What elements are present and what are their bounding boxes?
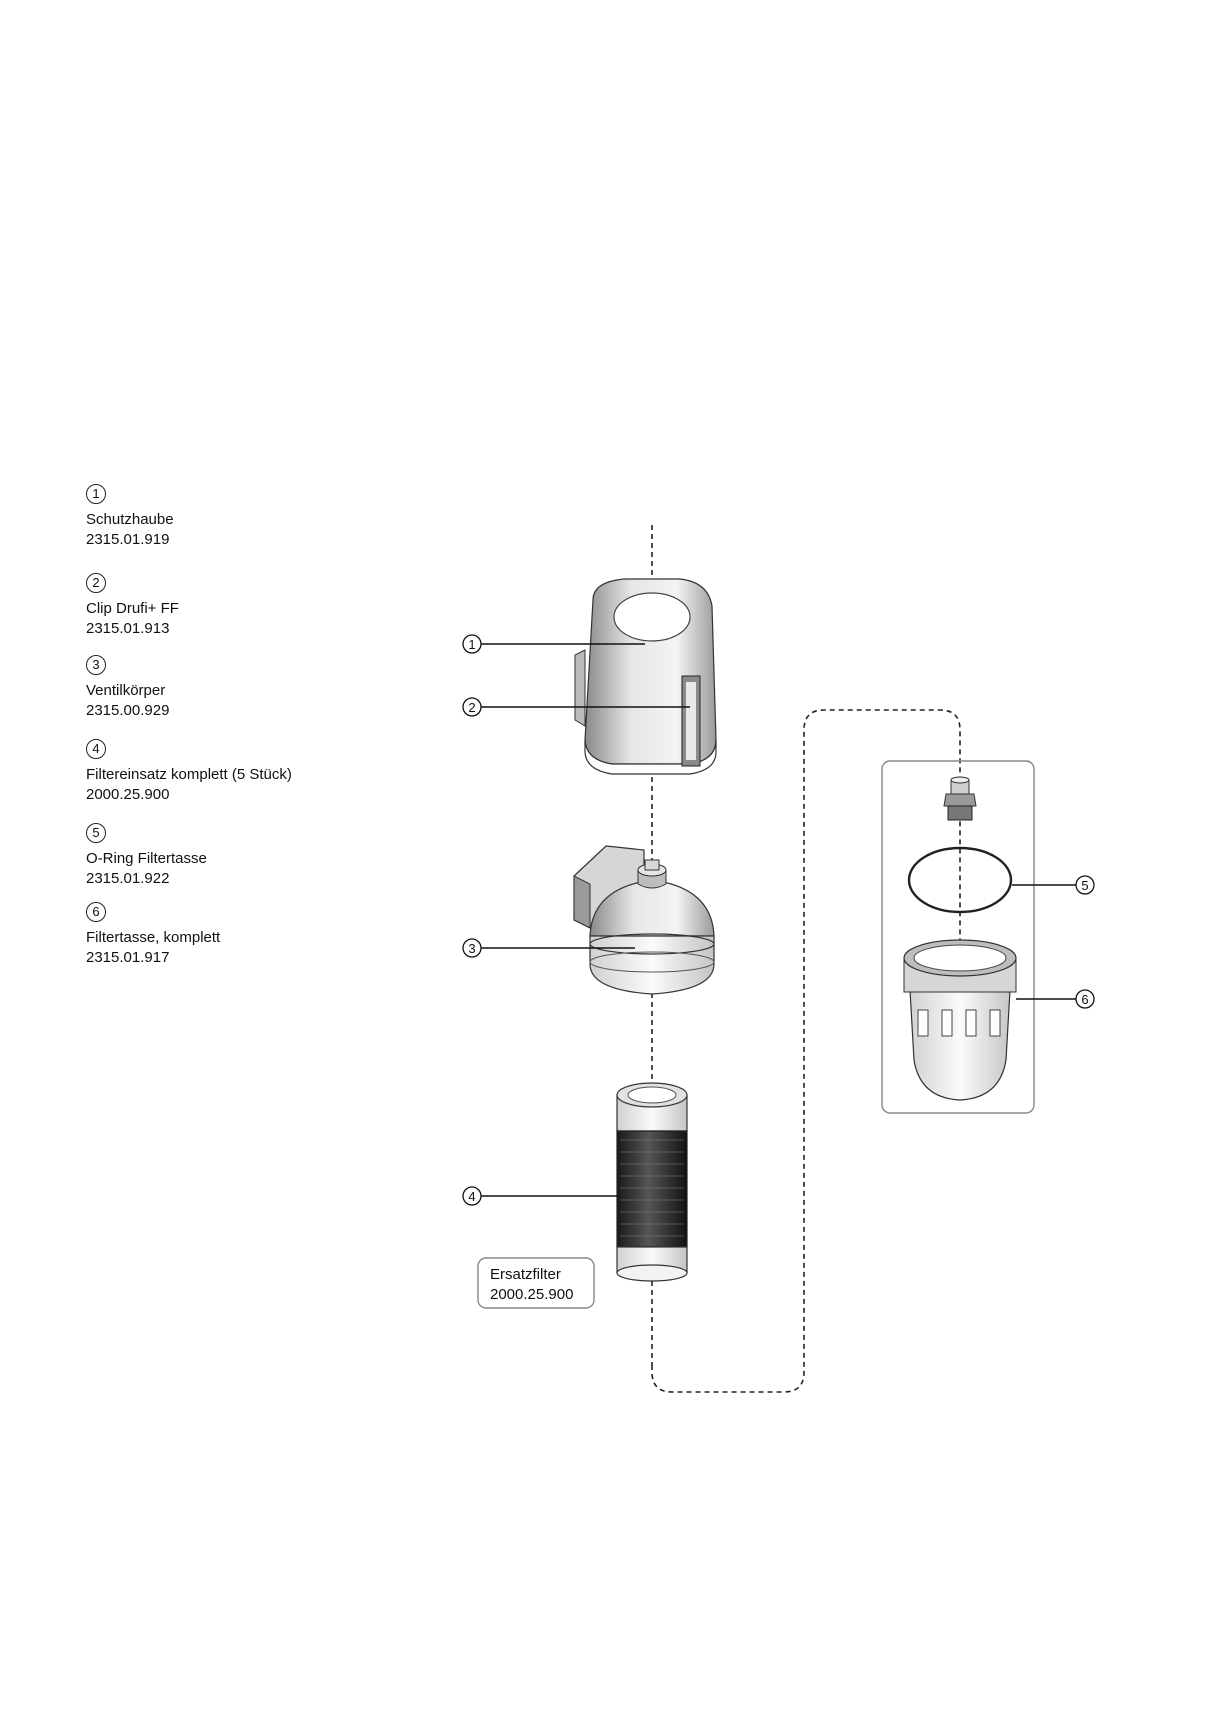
legend-number-6: 6 bbox=[86, 902, 106, 922]
legend-code-4: 2000.25.900 bbox=[86, 786, 170, 803]
legend-number-4: 4 bbox=[86, 739, 106, 759]
callout-1: 1 bbox=[462, 634, 482, 654]
legend-code-5: 2315.01.922 bbox=[86, 870, 170, 887]
legend-name-6: Filtertasse, komplett bbox=[86, 929, 221, 946]
callout-number-3: 3 bbox=[468, 941, 475, 956]
legend-name-4: Filtereinsatz komplett (5 Stück) bbox=[86, 766, 292, 783]
o-ring-drawing bbox=[907, 846, 1013, 914]
legend-item-5: 5 O-Ring Filtertasse 2315.01.922 bbox=[86, 823, 207, 889]
replacement-filter-code: 2000.25.900 bbox=[490, 1286, 573, 1303]
legend-number-5: 5 bbox=[86, 823, 106, 843]
protective-cap-drawing bbox=[574, 578, 717, 775]
legend-name-3: Ventilkörper bbox=[86, 682, 166, 699]
assembly-path-line bbox=[651, 709, 961, 1393]
filter-bowl-drawing bbox=[903, 939, 1017, 1101]
legend-name-1: Schutzhaube bbox=[86, 511, 174, 528]
legend-item-4: 4 Filtereinsatz komplett (5 Stück) 2000.… bbox=[86, 739, 292, 805]
callout-number-6: 6 bbox=[1081, 992, 1088, 1007]
legend-name-5: O-Ring Filtertasse bbox=[86, 850, 207, 867]
callout-number-1: 1 bbox=[468, 637, 475, 652]
replacement-filter-box: Ersatzfilter 2000.25.900 bbox=[477, 1257, 595, 1309]
callout-number-2: 2 bbox=[468, 700, 475, 715]
legend-item-2: 2 Clip Drufi+ FF 2315.01.913 bbox=[86, 573, 179, 639]
replacement-filter-title: Ersatzfilter bbox=[490, 1266, 561, 1283]
callout-5: 5 bbox=[1075, 875, 1095, 895]
assembly-detail-frame bbox=[881, 760, 1035, 1114]
legend-number-2: 2 bbox=[86, 573, 106, 593]
callout-3: 3 bbox=[462, 938, 482, 958]
callout-number-5: 5 bbox=[1081, 878, 1088, 893]
valve-body-drawing bbox=[573, 845, 715, 995]
leader-lines bbox=[480, 643, 1076, 1197]
legend-code-1: 2315.01.919 bbox=[86, 531, 170, 548]
legend-code-3: 2315.00.929 bbox=[86, 702, 170, 719]
callout-6: 6 bbox=[1075, 989, 1095, 1009]
legend-code-6: 2315.01.917 bbox=[86, 949, 170, 966]
legend-code-2: 2315.01.913 bbox=[86, 620, 170, 637]
legend-number-3: 3 bbox=[86, 655, 106, 675]
legend-item-1: 1 Schutzhaube 2315.01.919 bbox=[86, 484, 174, 550]
legend-item-3: 3 Ventilkörper 2315.00.929 bbox=[86, 655, 169, 721]
connector-nipple-drawing bbox=[943, 776, 977, 821]
legend-number-1: 1 bbox=[86, 484, 106, 504]
legend-name-2: Clip Drufi+ FF bbox=[86, 600, 179, 617]
callout-4: 4 bbox=[462, 1186, 482, 1206]
callout-number-4: 4 bbox=[468, 1189, 475, 1204]
callout-2: 2 bbox=[462, 697, 482, 717]
legend-item-6: 6 Filtertasse, komplett 2315.01.917 bbox=[86, 902, 220, 968]
filter-insert-drawing bbox=[616, 1082, 688, 1282]
